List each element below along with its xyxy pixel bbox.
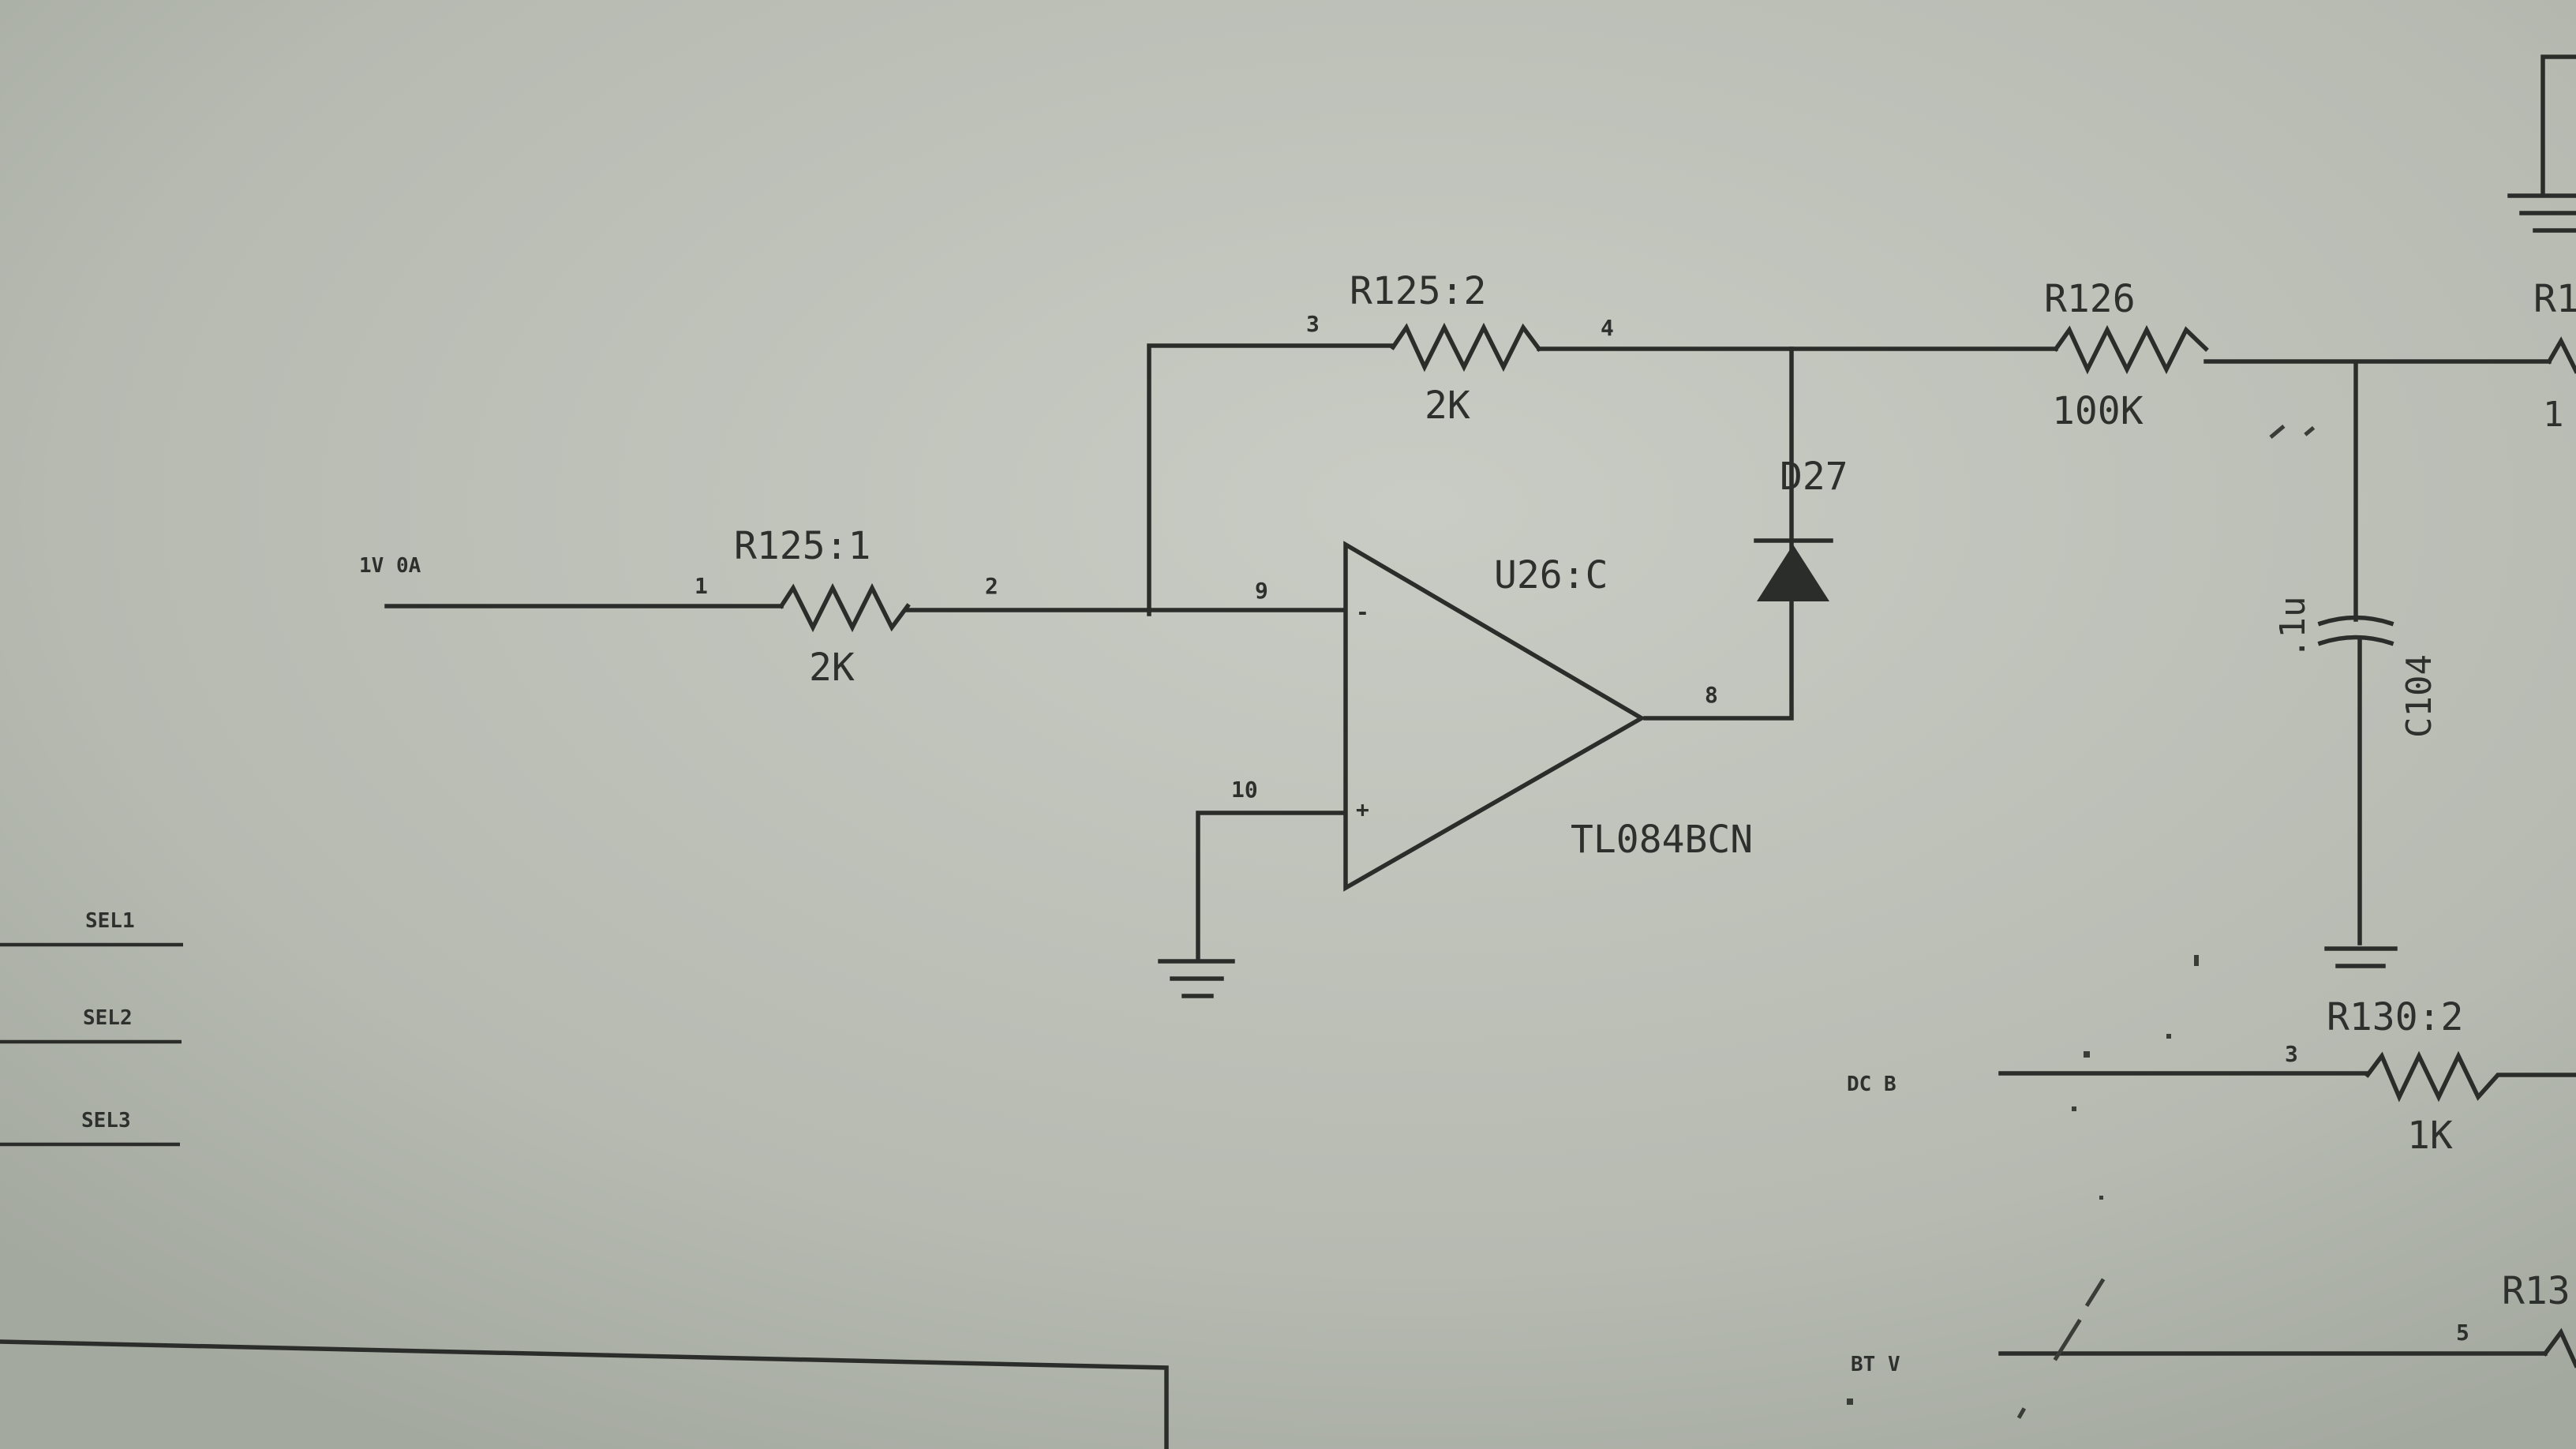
r13x-resistor-fragment [2542, 1327, 2576, 1368]
u26c-opamp-body [1343, 541, 1646, 892]
noninverting-ground-wire [1196, 811, 1344, 961]
net-label-sel1: SEL1 [85, 909, 135, 933]
d27-ref: D27 [1780, 455, 1848, 499]
u26c-plus: + [1356, 796, 1369, 822]
r125-2-resistor [1390, 322, 1542, 373]
net-label-input: 1V 0A [359, 554, 421, 578]
r13x-ref: R13 [2502, 1269, 2570, 1313]
edge-resistor-fragment [2546, 336, 2576, 374]
r125-1-value: 2K [809, 646, 855, 690]
ground-symbol-top-right [2507, 193, 2576, 233]
feedback-wire-left [1147, 343, 1395, 616]
r125-1-pin2: 2 [985, 573, 998, 599]
r13x-pin5: 5 [2456, 1320, 2469, 1346]
r125-1-ref: R125:1 [734, 524, 871, 568]
feedback-wire-right [1537, 346, 1794, 721]
c104-plate-top [2317, 615, 2394, 627]
r130-2-value: 1K [2407, 1114, 2453, 1158]
c104-value: .1u [2273, 597, 2313, 659]
r130-2-pin3: 3 [2285, 1041, 2298, 1067]
ground-symbol-opamp [1158, 959, 1235, 998]
ground-symbol-c104 [2324, 946, 2398, 968]
r125-2-pin3: 3 [1306, 311, 1320, 337]
net-label-bt: BT V [1851, 1353, 1900, 1376]
u26c-minus: - [1356, 599, 1369, 625]
r125-2-value: 2K [1425, 384, 1470, 428]
c104-plate-bottom [2317, 635, 2394, 646]
top-right-wire [2540, 54, 2576, 196]
u26c-pin9: 9 [1255, 578, 1268, 604]
r125-2-ref: R125:2 [1350, 269, 1486, 313]
r126-value: 100K [2052, 389, 2144, 433]
r125-1-pin1: 1 [695, 573, 708, 599]
u26c-part: TL084BCN [1571, 818, 1753, 862]
net-label-sel2: SEL2 [83, 1006, 133, 1030]
d27-diode-body [1757, 545, 1829, 601]
c104-ref: C104 [2399, 654, 2439, 738]
edge-resistor-ref: R1 [2533, 277, 2576, 321]
r130-2-resistor [2364, 1050, 2576, 1103]
bottom-left-box [0, 1339, 1169, 1449]
scan-artifacts [1847, 424, 2316, 1419]
r125-2-pin4: 4 [1601, 315, 1614, 341]
r130-2-ref: R130:2 [2327, 995, 2463, 1039]
u26c-pin10: 10 [1231, 777, 1258, 803]
u26c-pin8: 8 [1705, 682, 1718, 708]
r126-ref: R126 [2044, 277, 2136, 321]
net-label-dc: DC B [1847, 1073, 1896, 1096]
r126-resistor [2053, 324, 2209, 375]
net-label-sel3: SEL3 [81, 1109, 131, 1133]
r125-1-resistor [778, 582, 911, 633]
edge-resistor-value: 1 [2543, 395, 2564, 435]
u26c-ref: U26:C [1494, 553, 1608, 597]
